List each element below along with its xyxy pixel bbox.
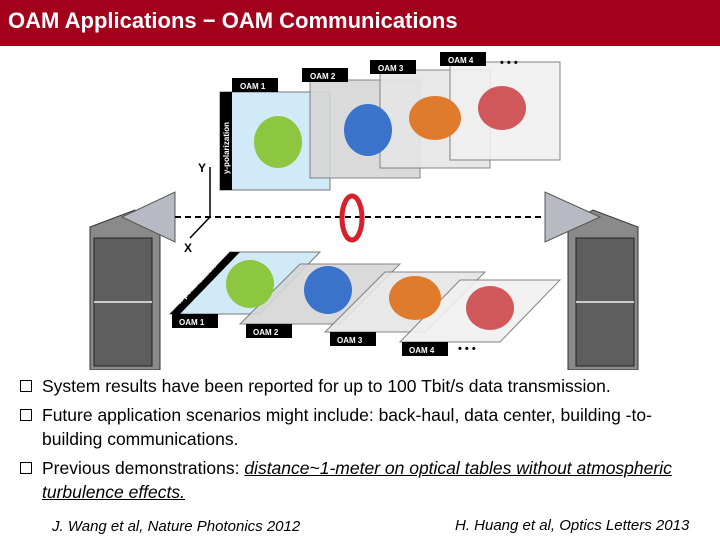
right-server-rack xyxy=(567,209,639,370)
bullet-text-3-underlined: distance~1-meter on optical tables witho… xyxy=(42,458,672,502)
left-server-rack xyxy=(89,209,161,370)
slide-title: OAM Applications − OAM Communications xyxy=(8,8,458,33)
y-axis-label: Y xyxy=(198,161,206,175)
bullet-list: System results have been reported for up… xyxy=(18,374,708,509)
oam-communication-diagram: Y X y-polarization OAM 1 OAM 2 OAM 3 OAM… xyxy=(89,52,639,370)
upper-tab-2: OAM 2 xyxy=(310,72,336,81)
upper-panels: y-polarization OAM 1 OAM 2 OAM 3 OAM 4 •… xyxy=(219,52,561,191)
title-bar: OAM Applications − OAM Communications xyxy=(0,0,720,46)
bullet-item-2: Future application scenarios might inclu… xyxy=(18,403,708,451)
bullet-item-3: Previous demonstrations: distance~1-mete… xyxy=(18,456,708,504)
upper-tab-4: OAM 4 xyxy=(448,56,474,65)
lower-tab-3: OAM 3 xyxy=(337,336,363,345)
citation-right: H. Huang et al, Optics Letters 2013 xyxy=(455,517,690,534)
bullet-text-3-prefix: Previous demonstrations: xyxy=(42,458,245,478)
bullet-item-1: System results have been reported for up… xyxy=(18,374,708,398)
upper-tab-3: OAM 3 xyxy=(378,64,404,73)
bullet-square-icon xyxy=(20,462,32,474)
receiver-cone xyxy=(544,191,602,243)
lower-tab-2: OAM 2 xyxy=(253,328,279,337)
lower-ellipsis: • • • xyxy=(458,343,476,355)
lower-tab-4: OAM 4 xyxy=(409,346,435,355)
bullet-square-icon xyxy=(20,380,32,392)
x-axis-label: X xyxy=(184,241,192,255)
lower-panels: x-polarization OAM 1 OAM 2 OAM 3 OAM 4 •… xyxy=(168,251,562,356)
lower-tab-1: OAM 1 xyxy=(179,318,205,327)
bullet-square-icon xyxy=(20,409,32,421)
y-polarization-label: y-polarization xyxy=(222,122,231,174)
bullet-text-1: System results have been reported for up… xyxy=(42,376,611,396)
bullet-text-2: Future application scenarios might inclu… xyxy=(42,405,652,449)
upper-ellipsis: • • • xyxy=(500,57,518,69)
upper-tab-1: OAM 1 xyxy=(240,82,266,91)
oam-ring-icon xyxy=(339,193,365,243)
citation-left: J. Wang et al, Nature Photonics 2012 xyxy=(52,518,301,535)
